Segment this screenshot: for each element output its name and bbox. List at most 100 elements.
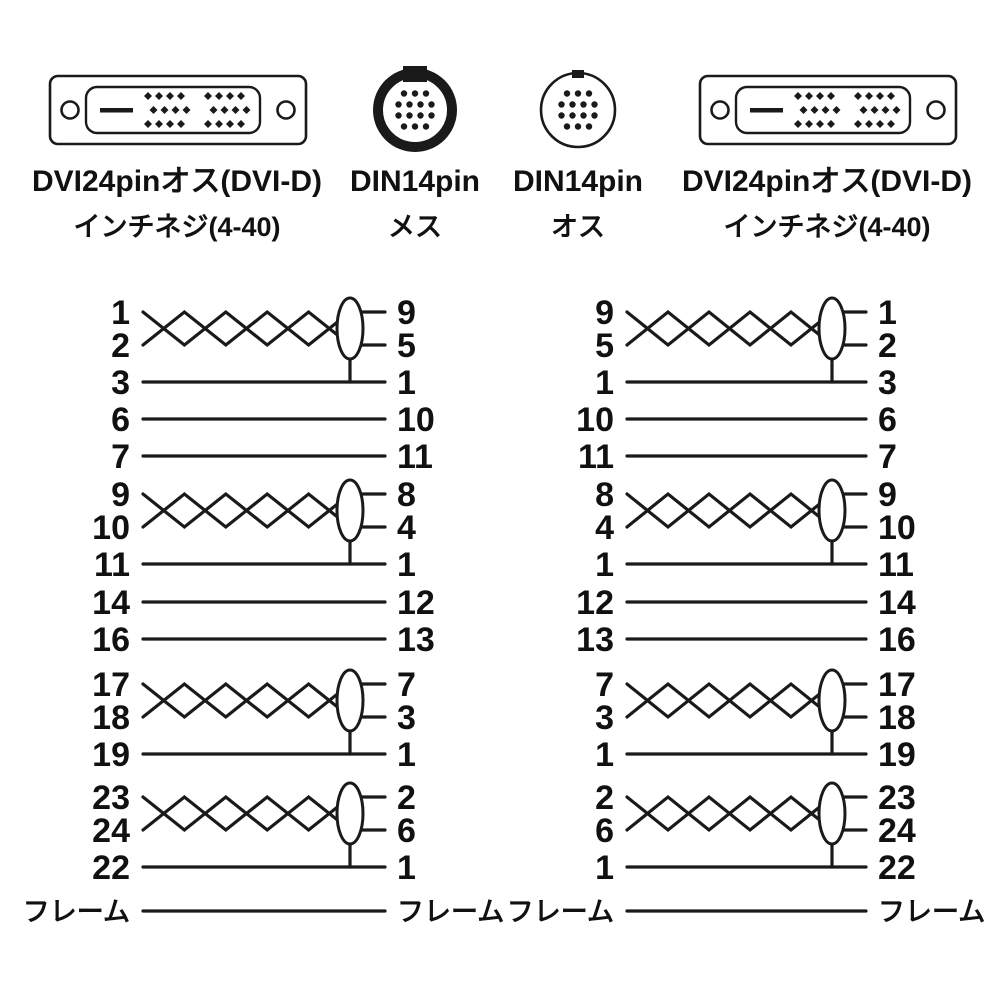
pin-label-left: 2 — [111, 327, 130, 365]
pin-label-left: 24 — [92, 812, 130, 850]
pin-dot — [591, 112, 598, 119]
twisted-pair-wire — [625, 309, 834, 348]
flat-pin — [100, 108, 133, 113]
contact-pin-diamond — [870, 106, 879, 114]
contact-pin-diamond — [805, 92, 813, 100]
connector-name: DIN14pin — [512, 165, 644, 198]
contact-pin-diamond — [810, 106, 819, 114]
contact-pin-diamond — [832, 106, 841, 114]
pin-label-right: 6 — [397, 812, 416, 850]
pin-label-left: 7 — [595, 666, 614, 704]
contact-pin-diamond — [155, 92, 163, 100]
pin-label-right: 3 — [397, 699, 416, 737]
connector-label-dvi-left: DVI24pinオス(DVI-D) インチネジ(4-40) — [17, 166, 337, 243]
contact-pin-diamond — [160, 106, 169, 114]
din-female-connector — [373, 66, 457, 152]
shield-ellipse — [817, 781, 847, 846]
twisted-pair-wire — [625, 794, 834, 833]
pin-label-left: 16 — [92, 621, 130, 659]
contact-pin-diamond — [226, 92, 234, 100]
pin-label-left: 5 — [595, 327, 614, 365]
screw-hole-left — [710, 100, 730, 120]
connector-name: DIN14pin — [349, 165, 481, 198]
pin-dot — [563, 123, 571, 130]
pin-dot — [417, 112, 424, 119]
pin-dot — [406, 101, 413, 108]
pin-label-left: 7 — [111, 438, 130, 476]
contact-pin-diamond — [182, 106, 191, 114]
pin-label-right: 1 — [397, 546, 416, 584]
pin-dot — [580, 112, 587, 119]
pin-label-right: 7 — [397, 666, 416, 704]
contact-pin-diamond — [166, 92, 174, 100]
contact-pin-diamond — [177, 92, 185, 100]
twisted-pair-wire — [625, 491, 834, 530]
contact-pin-diamond — [854, 92, 862, 100]
twisted-pair-wire — [625, 681, 834, 720]
pin-label-right: 1 — [397, 849, 416, 887]
contact-pin-diamond — [799, 106, 808, 114]
pin-label-right: 8 — [397, 476, 416, 514]
twisted-pair-wire — [141, 681, 352, 720]
flat-pin — [750, 108, 783, 113]
contact-pin-diamond — [816, 120, 824, 128]
pin-label-right: 16 — [878, 621, 916, 659]
pin-dot — [406, 112, 413, 119]
pin-label-left: 1 — [111, 294, 130, 332]
din-ring — [373, 68, 457, 152]
pin-label-left: 14 — [92, 584, 130, 622]
pin-dot — [411, 90, 419, 97]
pin-label-right: 4 — [397, 509, 416, 547]
pin-dot — [411, 123, 419, 130]
pin-label-left: 1 — [595, 736, 614, 774]
pin-label-left: 6 — [595, 812, 614, 850]
pin-label-right: 5 — [397, 327, 416, 365]
contact-pin-diamond — [805, 120, 813, 128]
pin-dot — [395, 101, 402, 108]
pin-label-right: 6 — [878, 401, 897, 439]
pin-label-right: 18 — [878, 699, 916, 737]
contact-pin-diamond — [231, 106, 240, 114]
pin-dot — [574, 90, 582, 97]
pin-label-right: 11 — [878, 546, 914, 584]
contact-pin-diamond — [865, 120, 873, 128]
pin-label-right: 9 — [878, 476, 897, 514]
contact-pin-diamond — [827, 92, 835, 100]
pin-label-left: 3 — [111, 364, 130, 402]
contact-pin-diamond — [887, 120, 895, 128]
pin-dot — [569, 112, 576, 119]
contact-pin-diamond — [237, 92, 245, 100]
pin-label-right: 24 — [878, 812, 916, 850]
contact-pin-diamond — [821, 106, 830, 114]
connector-name: DVI24pinオス(DVI-D) — [681, 165, 972, 198]
pin-dot — [558, 112, 565, 119]
contact-pin-diamond — [237, 120, 245, 128]
pin-label-right: 22 — [878, 849, 916, 887]
shield-ellipse — [335, 668, 365, 733]
pin-label-right: 3 — [878, 364, 897, 402]
contact-pin-diamond — [892, 106, 901, 114]
pin-label-right: 9 — [397, 294, 416, 332]
pin-label-right: 19 — [878, 736, 916, 774]
pin-label-left: 3 — [595, 699, 614, 737]
pin-label-right: 12 — [397, 584, 435, 622]
connector-sub: メス — [388, 212, 442, 242]
pin-dot — [580, 101, 587, 108]
twisted-pair-wire — [141, 309, 352, 348]
pin-label-left: 4 — [595, 509, 614, 547]
pin-label-left: 6 — [111, 401, 130, 439]
din-male-connector — [539, 70, 617, 149]
pin-label-left: 17 — [92, 666, 130, 704]
contact-pin-diamond — [155, 120, 163, 128]
contact-pin-diamond — [144, 120, 152, 128]
keying-notch — [403, 66, 427, 82]
contact-pin-diamond — [876, 92, 884, 100]
shield-ellipse — [335, 781, 365, 846]
pin-label-right: 13 — [397, 621, 435, 659]
screw-hole-left — [60, 100, 80, 120]
pin-label-right: 2 — [878, 327, 897, 365]
pin-label-right: 2 — [397, 779, 416, 817]
pin-label-left: 18 — [92, 699, 130, 737]
pin-label-left: 1 — [595, 364, 614, 402]
